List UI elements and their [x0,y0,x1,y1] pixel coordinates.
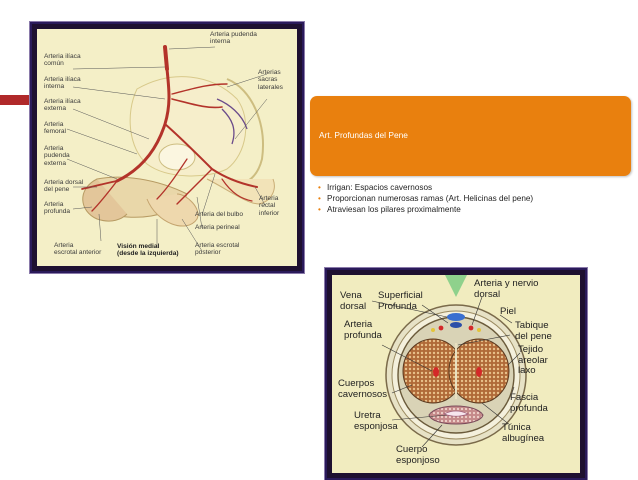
label-tejido-areolar: Tejido areolar laxo [518,344,548,376]
label-tabique: Tabique del pene [515,320,552,342]
label-dorsal-pene: Arteria dorsal del pene [44,179,84,194]
label-iliaca-comun: Arteria ilíaca común [44,53,81,68]
label-sacras-laterales: Arterias sacras laterales [258,69,283,91]
label-cuerpos-cavernosos: Cuerpos cavernosos [338,378,388,400]
label-rectal-inferior: Arteria rectal inferior [259,195,280,217]
cross-section-diagram: Vena dorsal Superficial Profunda Arteria… [332,275,580,473]
label-femoral: Arteria femoral [44,121,66,136]
label-iliaca-interna: Arteria ilíaca interna [44,76,81,91]
label-fascia-profunda: Fascia profunda [510,392,548,414]
label-tunica-albuginea: Túnica albugínea [502,422,545,444]
label-uretra-esponjosa: Uretra esponjosa [354,410,398,432]
label-arteria-nervio-dorsal: Arteria y nervio dorsal [474,278,539,300]
bullet-item: •Irrigan: Espacios cavernosos [318,183,433,192]
artery-diagram: Arteria pudenda interna Arteria ilíaca c… [37,29,297,266]
label-vena-dorsal: Vena dorsal [340,290,367,312]
label-perineal: Arteria perineal [195,224,240,231]
label-iliaca-externa: Arteria ilíaca externa [44,98,81,113]
artery-illustration [66,45,275,252]
title-box: Art. Profundas del Pene [310,96,631,176]
label-pudenda-externa: Arteria pudenda externa [44,145,70,167]
accent-bar [0,95,40,105]
label-profunda: Arteria profunda [44,201,71,216]
label-arteria-profunda: Arteria profunda [344,319,382,341]
label-escrotal-posterior: Arteria escrotal posterior [195,242,240,257]
artery-diagram-frame: Arteria pudenda interna Arteria ilíaca c… [30,22,304,273]
cross-section-frame: Vena dorsal Superficial Profunda Arteria… [325,268,587,480]
label-superficial-profunda: Superficial Profunda [378,290,423,312]
slide-title: Art. Profundas del Pene [319,130,408,140]
cross-section-illustration [371,275,527,448]
label-piel: Piel [500,306,516,317]
label-pudenda-interna: Arteria pudenda interna [210,31,257,46]
label-cuerpo-esponjoso: Cuerpo esponjoso [396,444,440,466]
figure-caption: Visión medial (desde la izquierda) [117,243,179,258]
bullet-list: •Irrigan: Espacios cavernosos •Proporcio… [318,182,533,215]
label-del-bulbo: Arteria del bulbo [195,211,244,218]
label-escrotal-anterior: Arteria escrotal anterior [54,242,102,257]
bullet-item: •Atraviesan los pilares proximalmente [318,205,461,214]
bullet-item: •Proporcionan numerosas ramas (Art. Heli… [318,194,534,203]
